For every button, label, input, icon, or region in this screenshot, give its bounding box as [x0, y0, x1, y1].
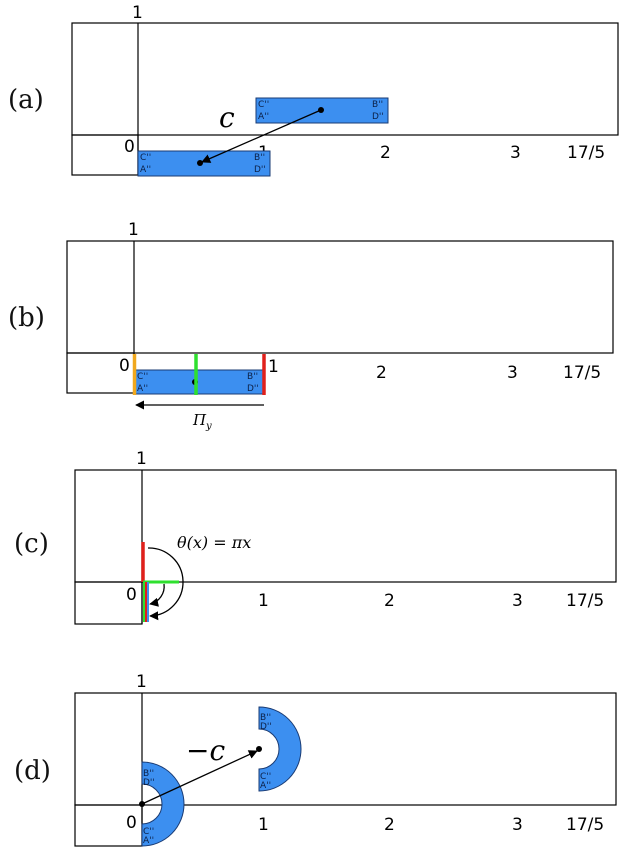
- corner-c-label: C'': [143, 827, 154, 837]
- corner-b-label: B'': [254, 153, 265, 163]
- panel-a-rect-lower: [137, 150, 271, 177]
- panel-b-tick-3: 3: [507, 363, 518, 383]
- panel-d-tick-0: 0: [126, 813, 137, 833]
- panel-d-tick-end: 17/5: [566, 815, 604, 835]
- panel-b: (b) 1 0 1 2 3 17/5 C'' A'' B'' D'' Π y: [8, 220, 614, 432]
- panel-d-tick-2: 2: [384, 815, 395, 835]
- corner-d-label: D'': [254, 165, 266, 175]
- corner-c-label: C'': [258, 100, 269, 110]
- panel-c-rotation-label: θ(x) = πx: [177, 533, 251, 552]
- panel-d-translation-arrow: [141, 750, 258, 805]
- panel-c-blue-stripe: [147, 582, 149, 622]
- corner-a-label: A'': [260, 781, 271, 791]
- panel-d: (d) 1 0 1 2 3 17/5 B'' D'' C'' A'' B'' D…: [14, 672, 617, 847]
- corner-a-label: A'': [258, 112, 269, 122]
- panel-b-tick-end: 17/5: [563, 363, 601, 383]
- panel-c-rotation-arc-outer: [147, 547, 184, 621]
- corner-d-label: D'': [247, 384, 259, 394]
- panel-a: (a) 1 0 1 2 3 17/5 C'' A'' B'' D'' C'' A…: [8, 3, 619, 177]
- panel-c-rotation-arc-inner: [149, 583, 165, 607]
- panel-d-vector-label: −c: [186, 734, 225, 767]
- corner-d-label: D'': [260, 722, 272, 732]
- panel-d-label: (d): [14, 756, 51, 786]
- panel-a-tick-end: 17/5: [567, 143, 605, 163]
- panel-c-green-stripe: [143, 582, 145, 622]
- panel-a-tick-0: 0: [124, 137, 135, 157]
- panel-d-tick-top: 1: [136, 672, 147, 692]
- panel-c-red-stripe: [145, 582, 147, 622]
- panel-b-tick-2: 2: [376, 363, 387, 383]
- panel-b-tick-1: 1: [268, 357, 279, 377]
- panel-b-tick-top: 1: [128, 220, 139, 240]
- panel-a-tick-3: 3: [510, 143, 521, 163]
- panel-c-tick-0: 0: [126, 585, 137, 605]
- panel-a-translation-arrow: [201, 109, 322, 163]
- panel-c-upper-frame: [74, 469, 617, 583]
- panel-c: (c) 1 0 1 2 3 17/5 θ(x) = πx: [14, 449, 617, 625]
- corner-a-label: A'': [143, 836, 154, 846]
- corner-b-label: B'': [247, 372, 258, 382]
- panel-b-tick-0: 0: [119, 356, 130, 376]
- corner-c-label: C'': [140, 153, 151, 163]
- corner-b-label: B'': [143, 769, 154, 779]
- corner-c-label: C'': [260, 772, 271, 782]
- panel-a-lower-center-dot: [197, 160, 203, 166]
- panel-c-tick-top: 1: [136, 449, 147, 469]
- panel-b-projection-subscript: y: [205, 421, 212, 432]
- corner-b-label: B'': [260, 713, 271, 723]
- corner-d-label: D'': [372, 112, 384, 122]
- panel-b-rect: [133, 369, 265, 395]
- panel-a-vector-label: c: [219, 101, 235, 134]
- panel-c-tick-2: 2: [384, 591, 395, 611]
- panel-d-tick-3: 3: [512, 815, 523, 835]
- panel-c-tick-1: 1: [258, 591, 269, 611]
- panel-b-projection-label: Π: [192, 411, 207, 429]
- corner-d-label: D'': [143, 778, 155, 788]
- corner-a-label: A'': [140, 165, 151, 175]
- panel-b-upper-frame: [66, 240, 614, 354]
- corner-c-label: C'': [137, 372, 148, 382]
- panel-c-tick-end: 17/5: [566, 591, 604, 611]
- panel-b-label: (b): [8, 303, 45, 333]
- panel-a-upper-frame: [71, 22, 619, 136]
- corner-a-label: A'': [137, 384, 148, 394]
- panel-a-tick-2: 2: [380, 143, 391, 163]
- panel-a-tick-top: 1: [132, 3, 143, 23]
- panel-d-half-annulus-upper: [258, 706, 302, 792]
- panel-a-label: (a): [8, 85, 44, 115]
- panel-d-tick-1: 1: [258, 815, 269, 835]
- panel-c-tick-3: 3: [512, 591, 523, 611]
- corner-b-label: B'': [372, 100, 383, 110]
- panel-d-upper-frame: [74, 692, 617, 806]
- panel-c-label: (c): [14, 529, 49, 559]
